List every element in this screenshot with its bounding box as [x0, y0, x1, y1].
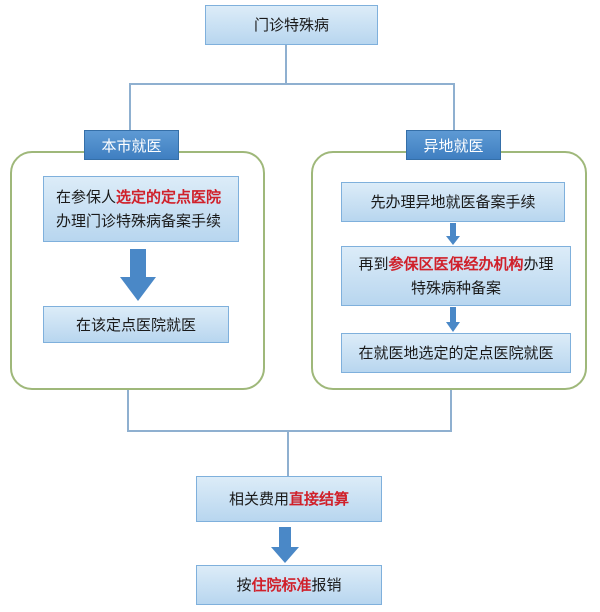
connector-top-left: [129, 83, 131, 130]
node-reimbursement: 按住院标准报销: [196, 565, 382, 605]
connector-top-down: [285, 44, 287, 84]
connector-bottom-right: [450, 390, 452, 432]
arrow-local-down: [120, 249, 156, 301]
node-outpatient-special-disease-label: 门诊特殊病: [253, 16, 329, 34]
tag-local-medical: 本市就医: [84, 130, 179, 160]
node-direct-settlement: 相关费用直接结算: [196, 476, 382, 522]
node-outpatient-special-disease: 门诊特殊病: [205, 5, 378, 45]
node-local-treatment: 在该定点医院就医: [43, 306, 229, 343]
connector-bottom-left: [127, 390, 129, 432]
connector-top-right: [453, 83, 455, 130]
node-remote-treatment: 在就医地选定的定点医院就医: [341, 333, 571, 373]
connector-bottom-horizontal: [127, 430, 452, 432]
connector-top-horizontal: [129, 83, 455, 85]
connector-bottom-down: [287, 430, 289, 476]
arrow-remote-down-1: [446, 223, 460, 245]
arrow-remote-down-2: [446, 307, 460, 332]
node-remote-special-register: 再到参保区医保经办机构办理 特殊病种备案: [341, 246, 571, 306]
node-local-register: 在参保人选定的定点医院 办理门诊特殊病备案手续: [43, 176, 239, 242]
tag-remote-medical: 异地就医: [406, 130, 501, 160]
arrow-settlement-down: [271, 527, 299, 563]
node-remote-register: 先办理异地就医备案手续: [341, 182, 565, 222]
